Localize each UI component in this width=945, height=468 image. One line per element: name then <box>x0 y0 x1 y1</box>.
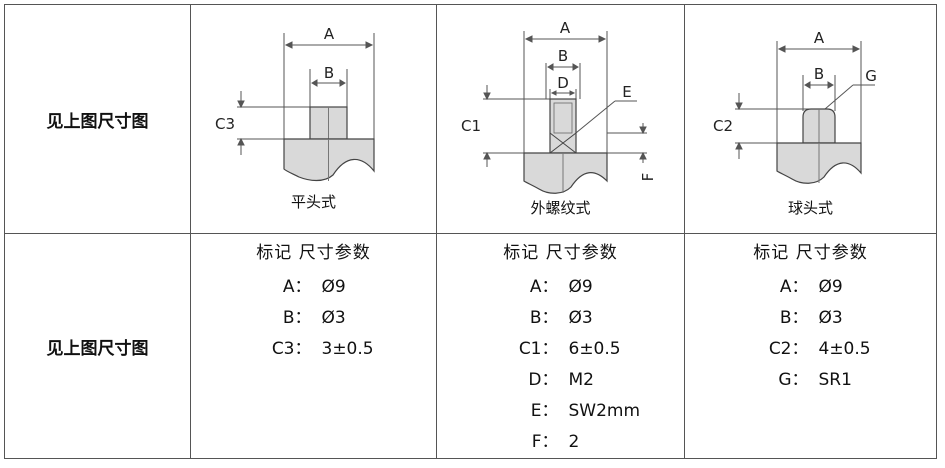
param-row: G： SR1 <box>685 365 936 396</box>
figure-flat: A B C3 平头式 <box>191 5 436 233</box>
figure-caption-flat: 平头式 <box>290 193 336 211</box>
param-key: B： <box>282 308 312 328</box>
param-key: C1： <box>518 339 559 359</box>
param-row: B： Ø3 <box>191 303 436 334</box>
param-key: C2： <box>768 339 809 359</box>
param-key: E： <box>530 401 559 421</box>
figure-ball: A B G C2 球头式 <box>685 5 936 233</box>
param-value: Ø3 <box>568 308 593 328</box>
param-value: Ø9 <box>321 277 346 297</box>
thread-drawing: A B D E C1 F <box>461 19 657 194</box>
param-value: Ø3 <box>321 308 346 328</box>
dim-label-e: E <box>622 83 631 101</box>
param-value: 6±0.5 <box>568 339 621 359</box>
param-key: A： <box>282 277 312 297</box>
spec-table: 见上图尺寸图 <box>4 4 937 459</box>
param-row: A： Ø9 <box>191 272 436 303</box>
row-label-params: 见上图尺寸图 <box>4 233 191 459</box>
figure-thread: A B D E C1 F 外螺纹式 <box>437 5 684 233</box>
params-header: 标记 尺寸参数 <box>256 243 371 263</box>
param-value: Ø9 <box>568 277 593 297</box>
dim-label-b: B <box>324 64 334 82</box>
row-label-text: 见上图尺寸图 <box>46 111 149 132</box>
param-row: A： Ø9 <box>437 272 684 303</box>
figure-row: 见上图尺寸图 <box>4 4 937 234</box>
param-key: C3： <box>271 339 312 359</box>
param-row: C3： 3±0.5 <box>191 334 436 365</box>
param-key: G： <box>778 370 809 390</box>
figure-caption-thread: 外螺纹式 <box>530 199 591 217</box>
param-value: Ø9 <box>818 277 843 297</box>
param-row: C1： 6±0.5 <box>437 334 684 365</box>
figure-cell-ball: A B G C2 球头式 <box>684 4 937 234</box>
dim-label-b: B <box>814 65 824 83</box>
figure-cell-flat: A B C3 平头式 <box>190 4 437 234</box>
param-value: Ø3 <box>818 308 843 328</box>
figure-cell-thread: A B D E C1 F 外螺纹式 <box>436 4 685 234</box>
dim-label-a: A <box>814 29 825 47</box>
ball-head-drawing: A B G C2 <box>713 29 877 184</box>
dim-label-g: G <box>865 67 877 85</box>
param-value: SR1 <box>818 370 852 390</box>
params-header: 标记 尺寸参数 <box>503 243 618 263</box>
param-value: 3±0.5 <box>321 339 374 359</box>
param-row: F： 2 <box>437 427 684 458</box>
param-row: A： Ø9 <box>685 272 936 303</box>
dim-label-c1: C1 <box>461 117 481 135</box>
param-key: B： <box>779 308 809 328</box>
param-key: A： <box>779 277 809 297</box>
dim-label-a: A <box>560 19 571 37</box>
param-key: F： <box>531 432 559 452</box>
dim-label-b: B <box>558 47 568 65</box>
dim-label-c3: C3 <box>215 115 235 133</box>
param-row: C2： 4±0.5 <box>685 334 936 365</box>
param-row: E： SW2mm <box>437 396 684 427</box>
dim-label-c2: C2 <box>713 117 733 135</box>
dim-label-f: F <box>639 173 657 182</box>
dim-label-a: A <box>324 25 335 43</box>
param-value: M2 <box>568 370 594 390</box>
dim-label-d: D <box>557 74 569 92</box>
param-row: B： Ø3 <box>685 303 936 334</box>
row-label-text: 见上图尺寸图 <box>46 338 149 359</box>
param-value: 4±0.5 <box>818 339 871 359</box>
param-row: D： M2 <box>437 365 684 396</box>
param-key: A： <box>529 277 559 297</box>
param-key: B： <box>529 308 559 328</box>
param-value: 2 <box>568 432 580 452</box>
flat-head-drawing: A B C3 <box>215 25 375 182</box>
figure-caption-ball: 球头式 <box>787 199 833 217</box>
params-header: 标记 尺寸参数 <box>753 243 868 263</box>
row-label-figures: 见上图尺寸图 <box>4 4 191 234</box>
param-key: D： <box>528 370 559 390</box>
param-value: SW2mm <box>568 401 641 421</box>
param-row: B： Ø3 <box>437 303 684 334</box>
